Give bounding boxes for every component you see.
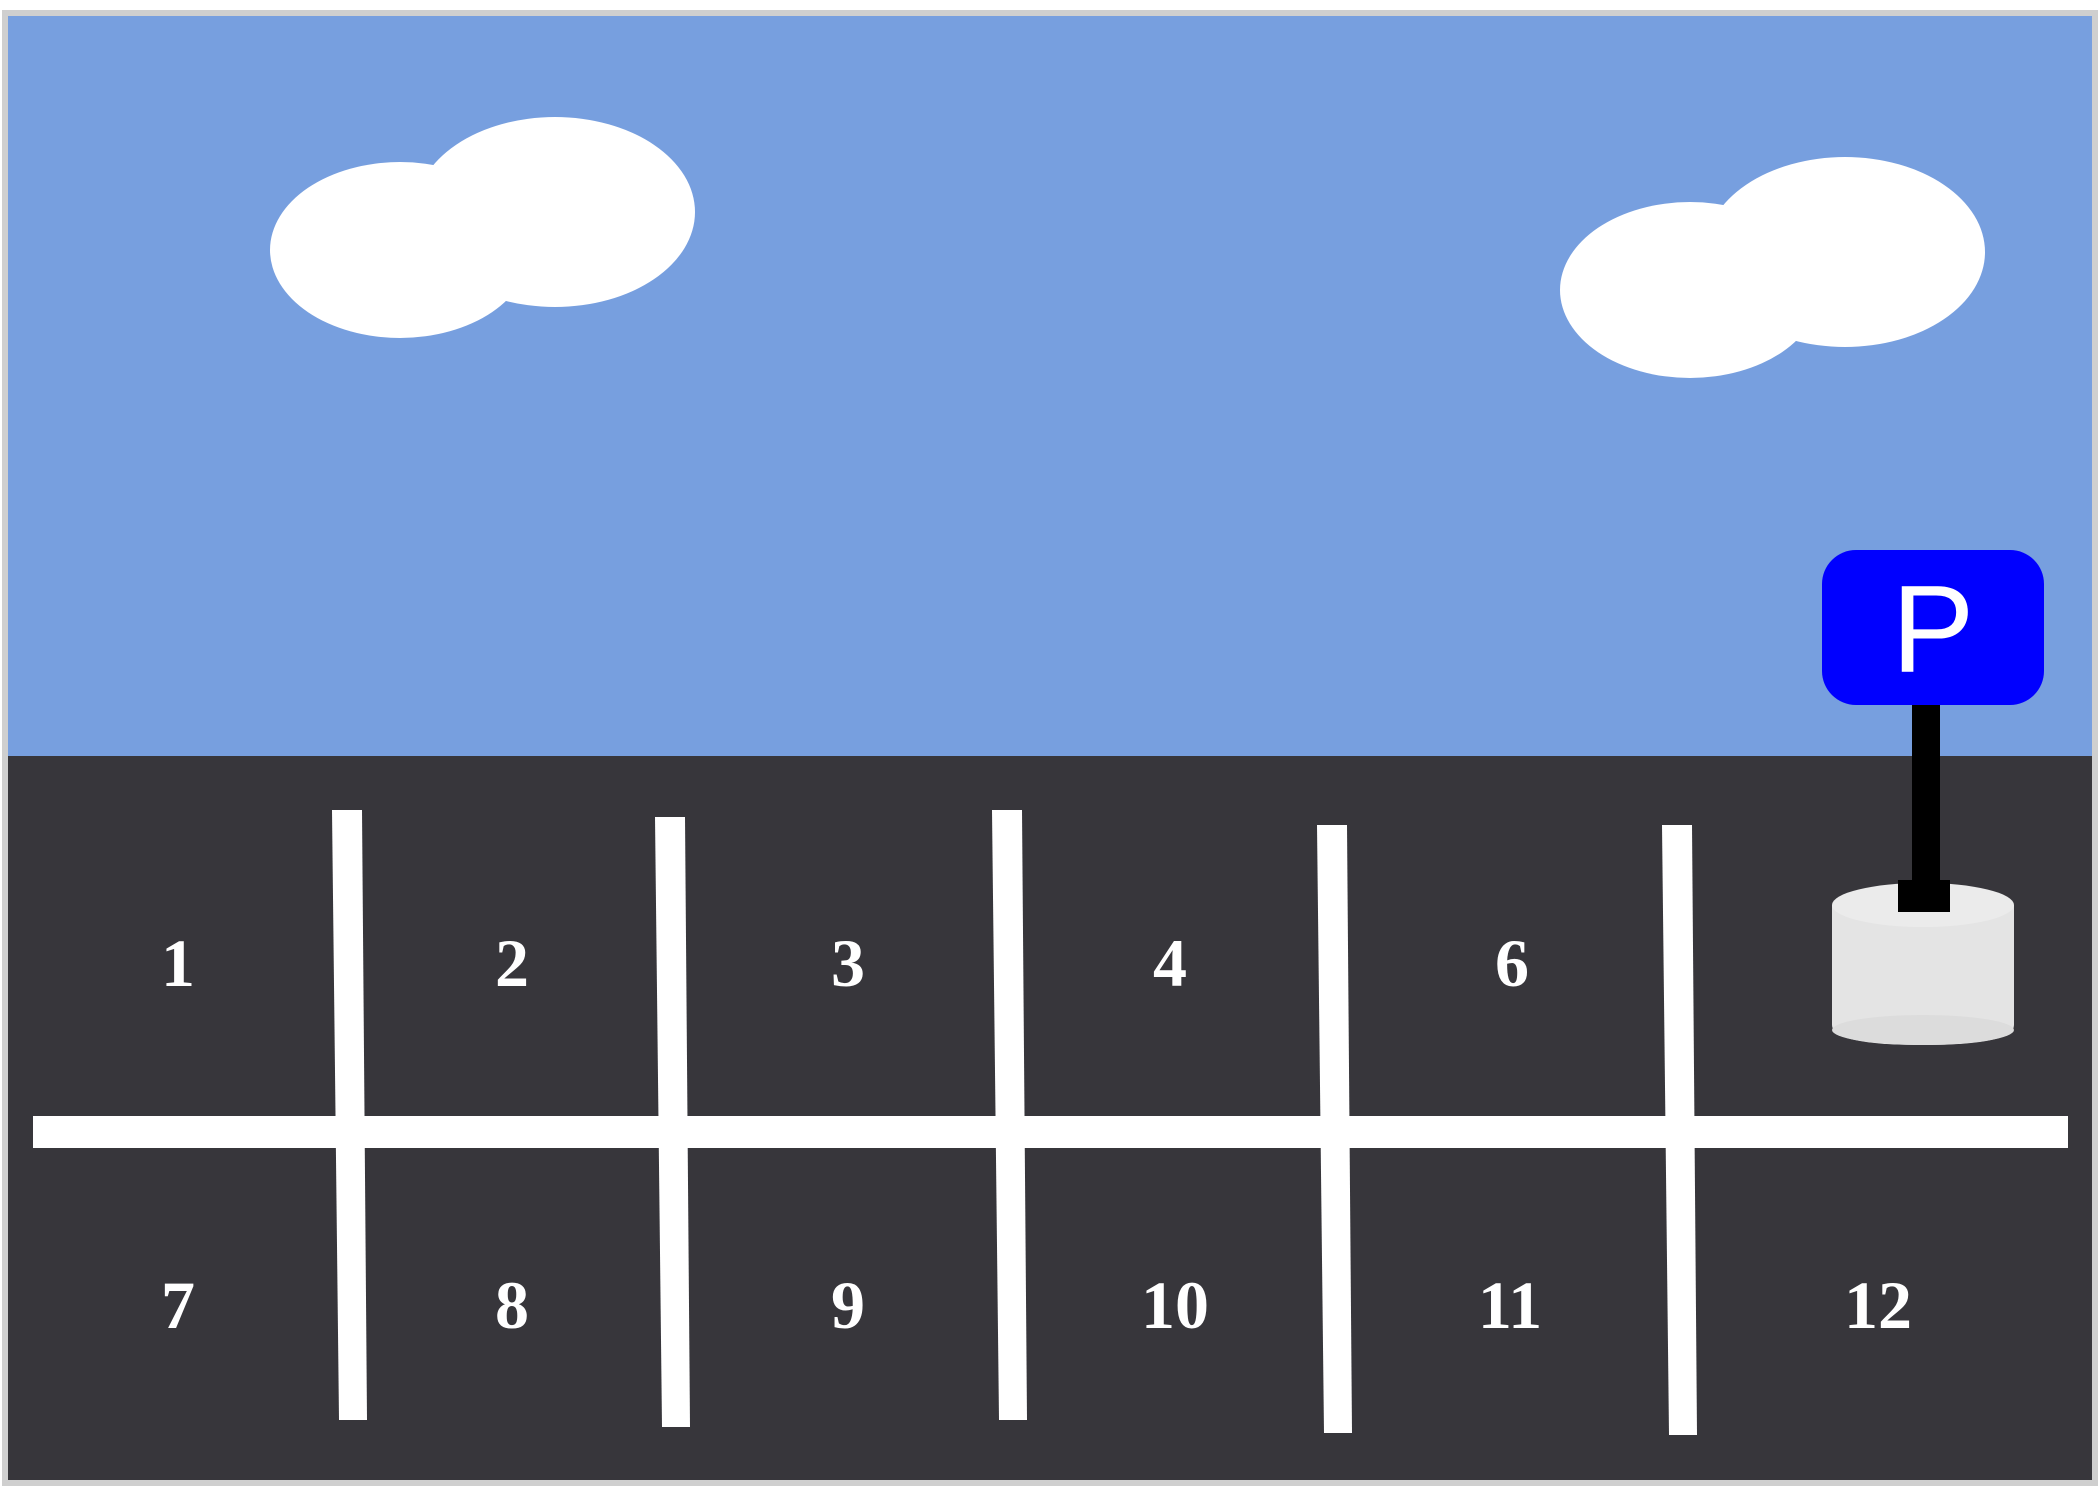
spot-label-8[interactable]: 8	[495, 1267, 529, 1343]
parking-sign-letter: P	[1892, 561, 1975, 699]
spot-divider-line	[1662, 825, 1697, 1435]
sky	[8, 16, 2092, 756]
parking-sign-icon: P	[1822, 550, 2044, 705]
bottom-row-spots: 7 8 9 10 11 12	[161, 1267, 1912, 1343]
top-row-spots: 1 2 3 4 6	[161, 925, 1529, 1001]
spot-label-6[interactable]: 6	[1495, 925, 1529, 1001]
sign-base-block-icon	[1832, 880, 2014, 1045]
sign-pole	[1912, 700, 1940, 900]
spot-label-7[interactable]: 7	[161, 1267, 195, 1343]
spot-label-12[interactable]: 12	[1844, 1267, 1912, 1343]
spot-divider-line	[332, 810, 367, 1420]
spot-label-3[interactable]: 3	[831, 925, 865, 1001]
spot-divider-line	[992, 810, 1027, 1420]
spot-divider-lines	[332, 810, 1697, 1435]
spot-label-2[interactable]: 2	[495, 925, 529, 1001]
spot-label-9[interactable]: 9	[831, 1267, 865, 1343]
cloud-left-icon	[270, 117, 695, 338]
spot-label-4[interactable]: 4	[1153, 925, 1187, 1001]
spot-divider-line	[655, 817, 690, 1427]
spot-label-1[interactable]: 1	[161, 925, 195, 1001]
cloud-right-icon	[1560, 157, 1985, 378]
lot-center-line	[33, 1116, 2068, 1148]
scene-frame	[2, 10, 2098, 1486]
spot-label-11[interactable]: 11	[1478, 1267, 1542, 1343]
spot-label-10[interactable]: 10	[1141, 1267, 1209, 1343]
spot-divider-line	[1317, 825, 1352, 1433]
